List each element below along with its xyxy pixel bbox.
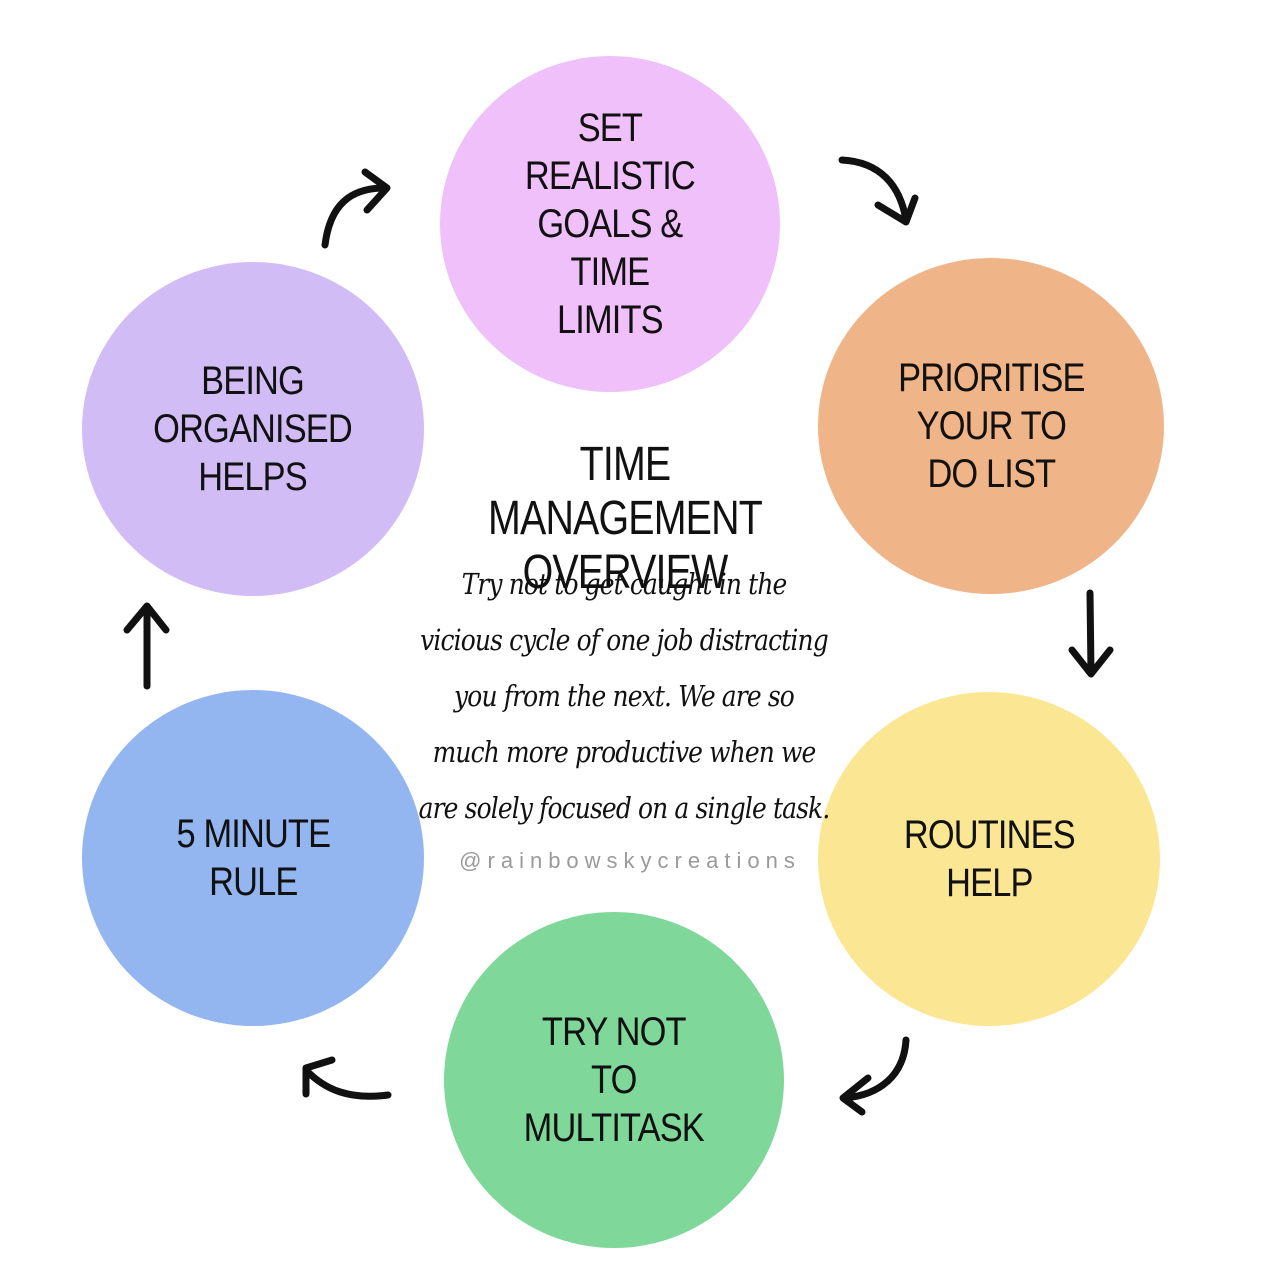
node-label: SET REALISTIC GOALS & TIME LIMITS [524,106,696,342]
node-routines-help: ROUTINES HELP [818,692,1160,1026]
arrow-multitask-to-fivemin [302,1056,392,1100]
arrow-goals-to-prioritise [838,156,919,226]
node-prioritise-to-do-list: PRIORITISE YOUR TO DO LIST [818,258,1164,594]
node-label: BEING ORGANISED HELPS [153,359,354,499]
node-label: PRIORITISE YOUR TO DO LIST [897,356,1085,496]
node-set-realistic-goals: SET REALISTIC GOALS & TIME LIMITS [440,56,780,392]
node-try-not-to-multitask: TRY NOT TO MULTITASK [444,912,784,1248]
node-five-minute-rule: 5 MINUTE RULE [82,690,424,1026]
node-label: 5 MINUTE RULE [176,812,331,904]
arrow-prioritise-to-routines [1068,589,1114,678]
arrow-routines-to-multitask [839,1036,910,1116]
node-label: TRY NOT TO MULTITASK [523,1010,705,1150]
node-being-organised: BEING ORGANISED HELPS [82,262,424,596]
creator-credit: @rainbowskycreations [459,848,801,873]
node-label: ROUTINES HELP [903,813,1076,905]
arrow-organised-to-goals [321,168,391,249]
diagram-description: Try not to get caught in the vicious cyc… [418,567,831,825]
arrow-fivemin-to-organised [123,602,170,690]
diagram-title: TIME MANAGEMENT OVERVIEW [488,438,763,599]
